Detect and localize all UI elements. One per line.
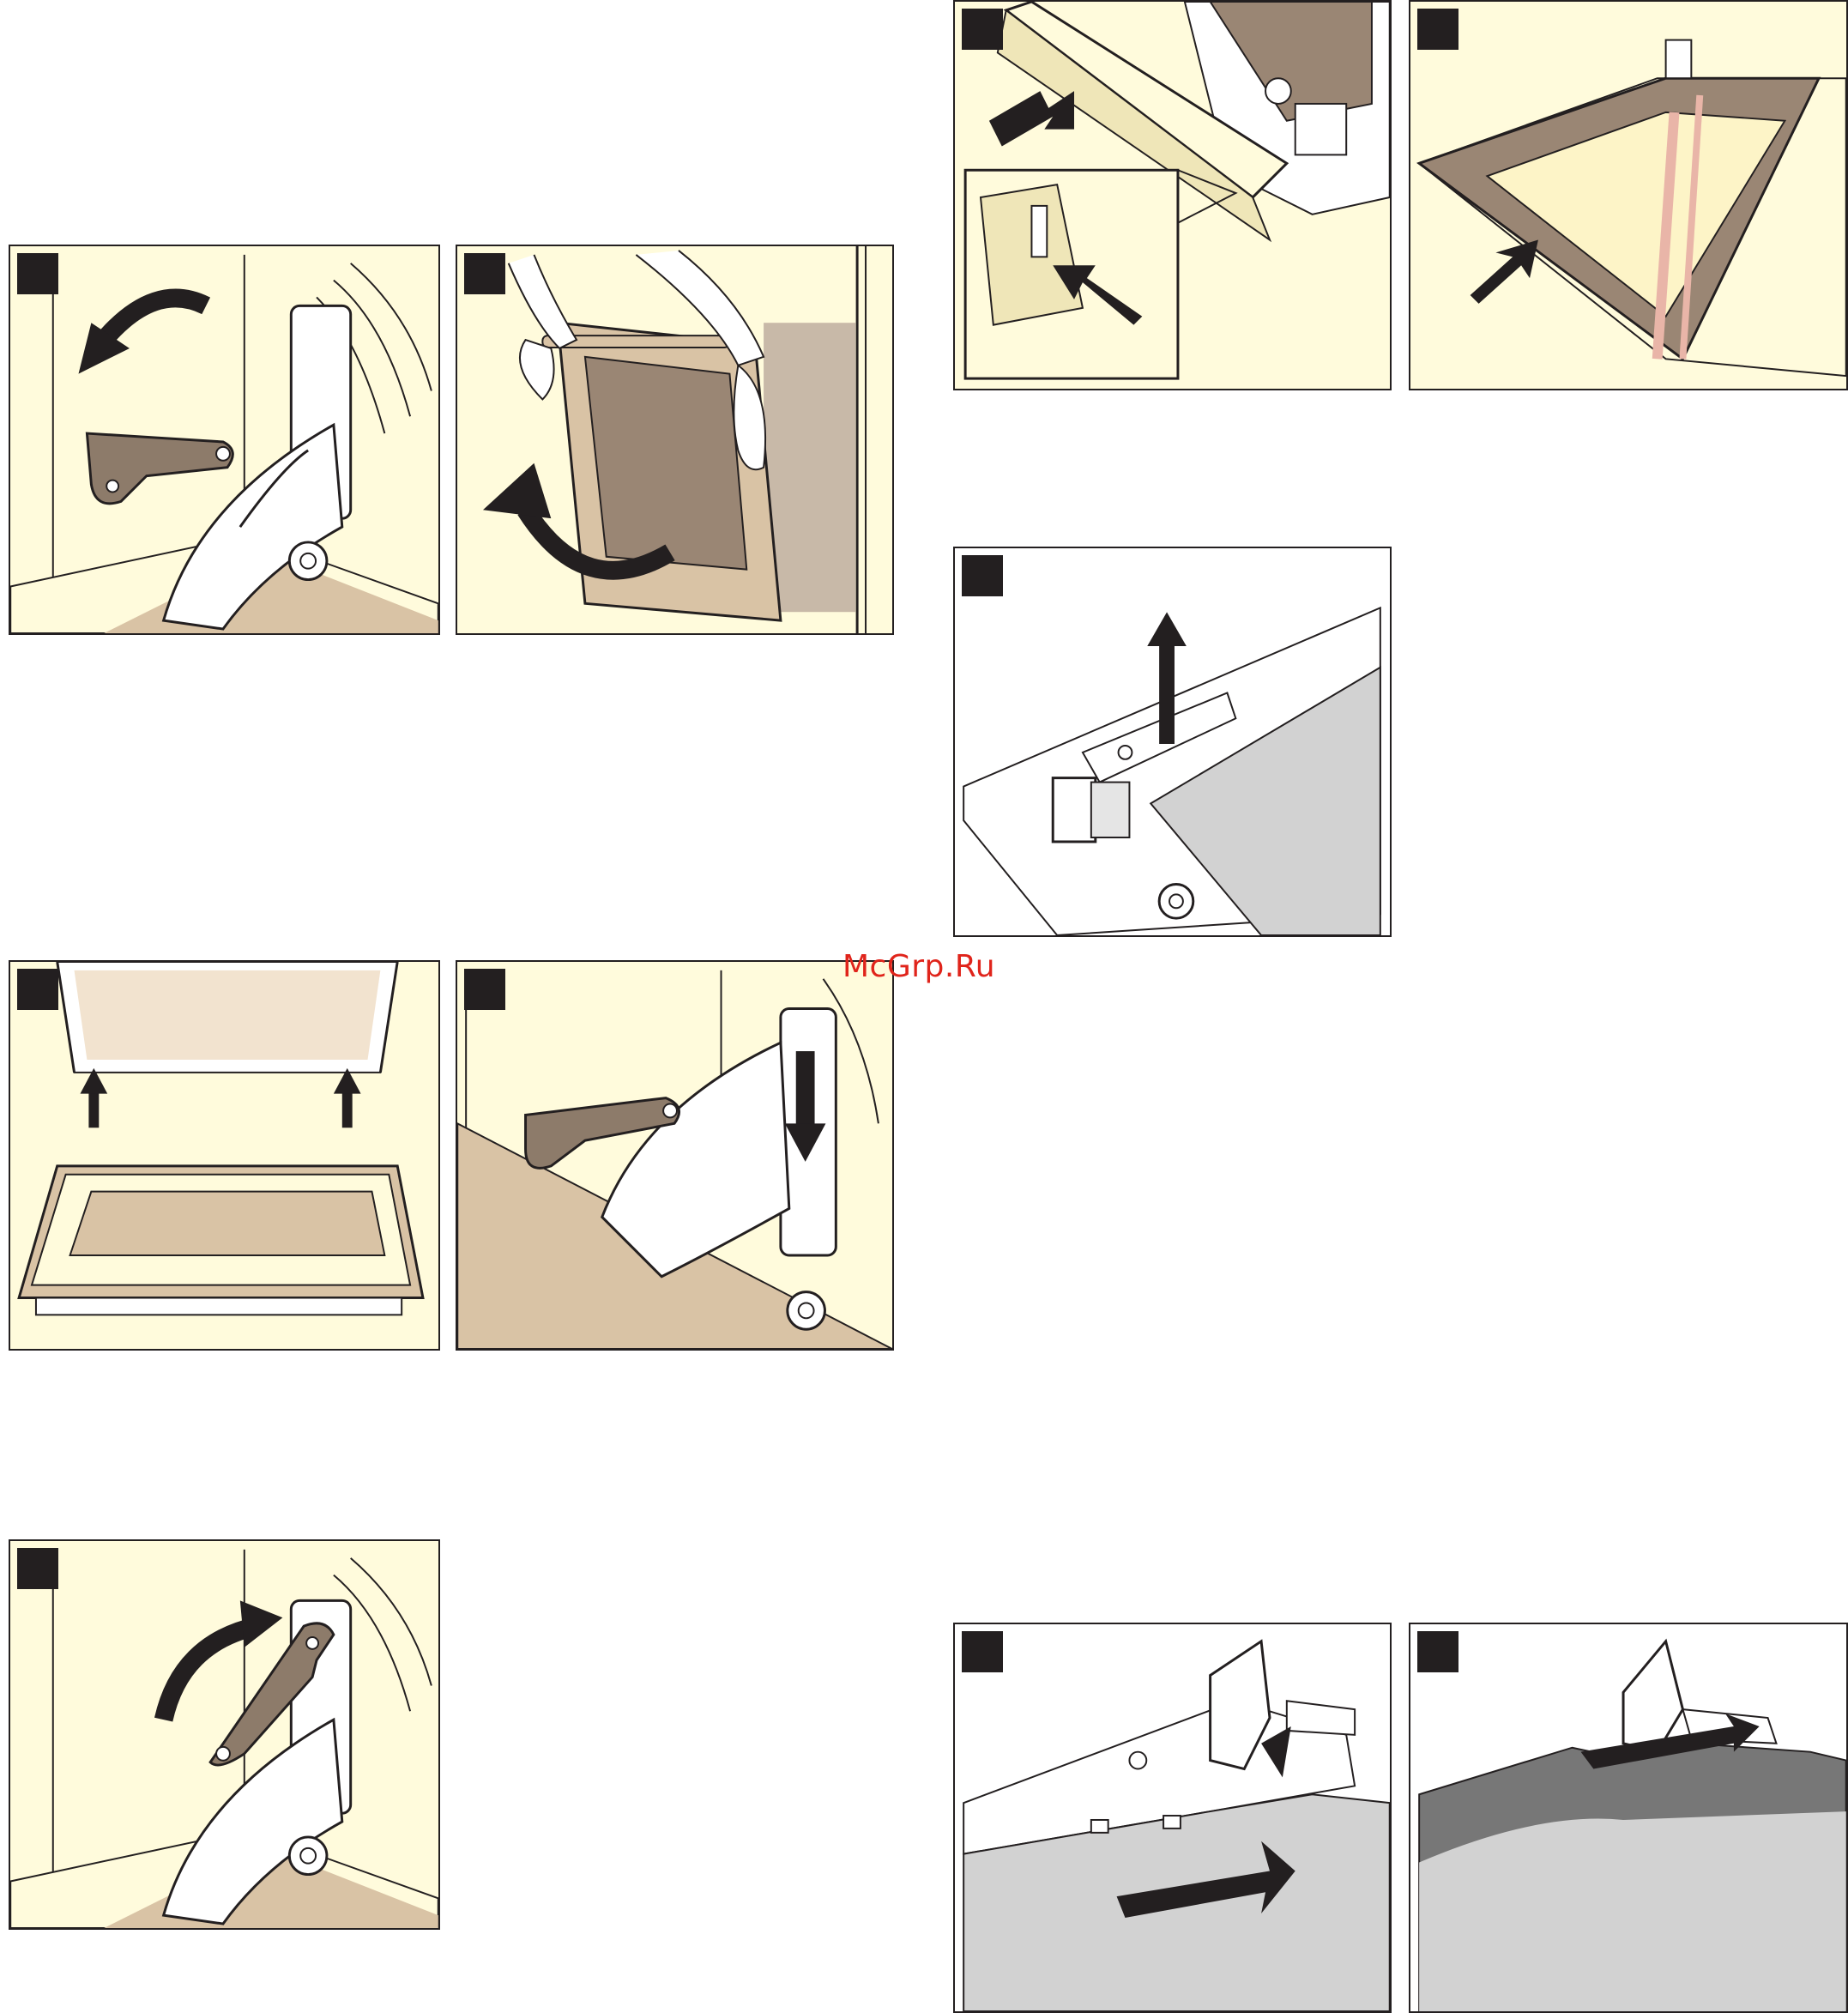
panel-glass-slide-in xyxy=(953,1623,1392,2013)
hinge-bracket-icon xyxy=(1623,1641,1682,1752)
step-badge xyxy=(17,1548,58,1589)
curved-arrow-icon xyxy=(164,1626,257,1720)
illustration-strip-lift-up xyxy=(955,548,1390,935)
hands-icon xyxy=(509,255,577,348)
arrow-up-icon xyxy=(88,1090,99,1128)
illustration-glass-slide-in xyxy=(955,1624,1390,2011)
step-badge xyxy=(464,253,505,294)
step-badge xyxy=(464,969,505,1010)
panel-door-hang-in xyxy=(9,960,440,1351)
step-badge xyxy=(962,1631,1003,1672)
panel-pane-slide-in xyxy=(1409,1623,1848,2013)
panel-hinge-lever-close xyxy=(9,1539,440,1930)
panel-clip-release xyxy=(953,0,1392,390)
arrow-icon xyxy=(989,91,1074,146)
panel-hinge-lever-open xyxy=(9,245,440,635)
arrow-icon xyxy=(1471,240,1538,304)
illustration-pane-slide-in xyxy=(1410,1624,1846,2011)
illustration-hinge-lever-close xyxy=(10,1541,438,1928)
illustration-door-lift-out xyxy=(457,246,892,633)
illustration-hinge-lever-down xyxy=(457,962,892,1349)
illustration-glass-slide-out xyxy=(1410,2,1846,389)
illustration-clip-release xyxy=(955,2,1390,389)
illustration-hinge-lever-open xyxy=(10,246,438,633)
arrow-up-icon xyxy=(1159,642,1175,744)
step-badge xyxy=(962,9,1003,50)
step-badge xyxy=(17,969,58,1010)
panel-door-lift-out xyxy=(456,245,894,635)
watermark-text: McGrp.Ru xyxy=(842,949,995,984)
step-badge xyxy=(17,253,58,294)
screw-icon xyxy=(788,1292,825,1330)
illustration-door-hang-in xyxy=(10,962,438,1349)
step-badge xyxy=(962,555,1003,596)
screw-icon xyxy=(289,1837,327,1875)
screw-icon xyxy=(289,542,327,580)
arrow-down-icon xyxy=(796,1051,815,1127)
panel-glass-slide-out xyxy=(1409,0,1848,390)
screw-icon xyxy=(1159,885,1193,919)
step-badge xyxy=(1417,9,1458,50)
hinge-bracket-icon xyxy=(1053,778,1096,842)
panel-hinge-lever-down xyxy=(456,960,894,1351)
panel-strip-lift-up xyxy=(953,547,1392,937)
step-badge xyxy=(1417,1631,1458,1672)
curved-arrow-icon xyxy=(104,298,206,340)
